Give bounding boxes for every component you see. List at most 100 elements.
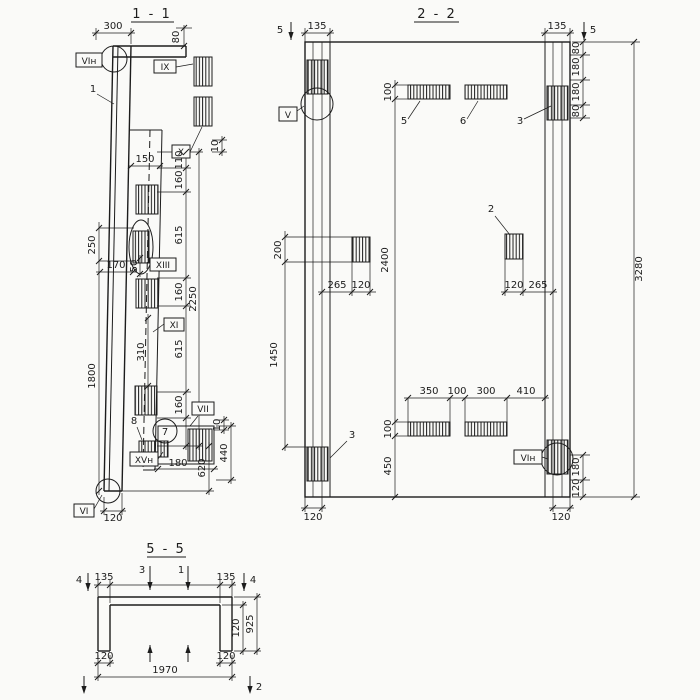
dim-tick <box>253 593 261 601</box>
dim-tick <box>301 504 309 512</box>
cut-arrow <box>185 582 191 590</box>
dim-tick <box>281 233 289 241</box>
dim-tick <box>348 288 356 296</box>
node-label: VIн <box>82 57 97 67</box>
dim-tick <box>95 487 103 495</box>
dim-tick <box>391 418 399 426</box>
dim-label: 265 <box>327 280 346 291</box>
dim-tick <box>144 314 152 322</box>
node-circle <box>100 45 128 73</box>
dim-tick <box>182 302 190 310</box>
cut-arrow <box>288 32 294 40</box>
dim-label: 1800 <box>87 363 98 388</box>
dim-tick <box>156 162 164 170</box>
dim-label: 120 <box>94 651 113 662</box>
dim-tick <box>391 493 399 501</box>
dim-tick <box>95 224 103 232</box>
mesh-block <box>306 446 329 482</box>
dim-tick <box>144 382 152 390</box>
node-label: XVн <box>135 456 153 466</box>
dim-tick <box>94 659 102 667</box>
dim-tick <box>127 29 135 37</box>
mesh-block <box>546 85 569 121</box>
dim-tick <box>281 258 289 266</box>
dim-tick <box>228 659 236 667</box>
dim-label: 135 <box>547 21 566 32</box>
mesh-block <box>135 278 159 309</box>
dim-label: 450 <box>383 456 394 475</box>
dim-label: 80 <box>571 42 582 55</box>
drawing-line <box>494 215 511 236</box>
dim-tick <box>182 442 190 450</box>
dim-tick <box>95 257 103 265</box>
dim-tick <box>154 465 162 473</box>
cut-arrow <box>147 645 153 653</box>
node-label-box <box>171 144 191 159</box>
cut-arrow <box>185 645 191 653</box>
drawing-line <box>108 45 119 492</box>
section-title: 1 - 1 <box>132 7 172 22</box>
dim-tick <box>94 673 102 681</box>
mesh-block <box>132 230 150 264</box>
dim-tick <box>106 581 114 589</box>
dim-tick <box>216 659 224 667</box>
dim-tick <box>180 42 188 50</box>
dim-label: 120 <box>351 280 370 291</box>
dim-tick <box>106 659 114 667</box>
dim-tick <box>541 29 549 37</box>
dim-label: 80 <box>171 31 182 44</box>
node-label: XI <box>170 321 179 331</box>
mesh-block <box>351 236 371 263</box>
cut-label: 5 <box>590 25 596 36</box>
mesh-block <box>306 59 329 95</box>
mesh-block <box>407 421 451 437</box>
dim-label: 615 <box>174 339 185 358</box>
dim-tick <box>579 451 587 459</box>
dim-label: 180 <box>571 457 582 476</box>
dim-tick <box>239 601 247 609</box>
cut-label: 5 <box>277 25 283 36</box>
cut-arrow <box>85 583 91 591</box>
dim-label: 100 <box>383 82 394 101</box>
dim-tick <box>195 148 203 156</box>
dim-label: 1970 <box>152 665 177 676</box>
dim-tick <box>182 274 190 282</box>
node-circle <box>300 87 334 121</box>
node-label-box <box>153 59 177 74</box>
drawing-line <box>189 415 199 427</box>
cut-label: 2 <box>256 682 262 693</box>
dim-label: 160 <box>174 170 185 189</box>
dim-label: 180 <box>571 82 582 101</box>
dim-label: 1450 <box>269 342 280 367</box>
dim-tick <box>391 432 399 440</box>
node-label-box <box>278 106 298 122</box>
dim-tick <box>96 268 104 276</box>
panel-outline <box>304 41 571 498</box>
drawing-line <box>175 63 194 68</box>
dim-label: 180 <box>571 57 582 76</box>
dim-tick <box>318 288 326 296</box>
dim-label: 615 <box>174 225 185 244</box>
cut-label: 4 <box>250 575 256 586</box>
part-number: 1 <box>90 84 96 95</box>
part-number: 8 <box>131 416 137 427</box>
dim-tick <box>579 101 587 109</box>
dim-tick <box>549 504 557 512</box>
dim-tick <box>366 288 374 296</box>
mesh-block <box>546 439 569 475</box>
dim-tick <box>92 29 100 37</box>
dim-tick <box>182 164 190 172</box>
part-number: 5 <box>401 116 407 127</box>
dim-label: 120 <box>504 280 523 291</box>
dim-tick <box>301 29 309 37</box>
cut-label: 3 <box>139 565 145 576</box>
dim-tick <box>228 673 236 681</box>
dim-tick <box>227 476 235 484</box>
dim-tick <box>630 38 638 46</box>
cut-arrow <box>81 686 87 694</box>
dim-tick <box>461 394 469 402</box>
node-label-box <box>191 401 215 416</box>
dim-tick <box>220 426 228 434</box>
node-label: V <box>285 111 292 121</box>
dim-tick <box>630 493 638 501</box>
